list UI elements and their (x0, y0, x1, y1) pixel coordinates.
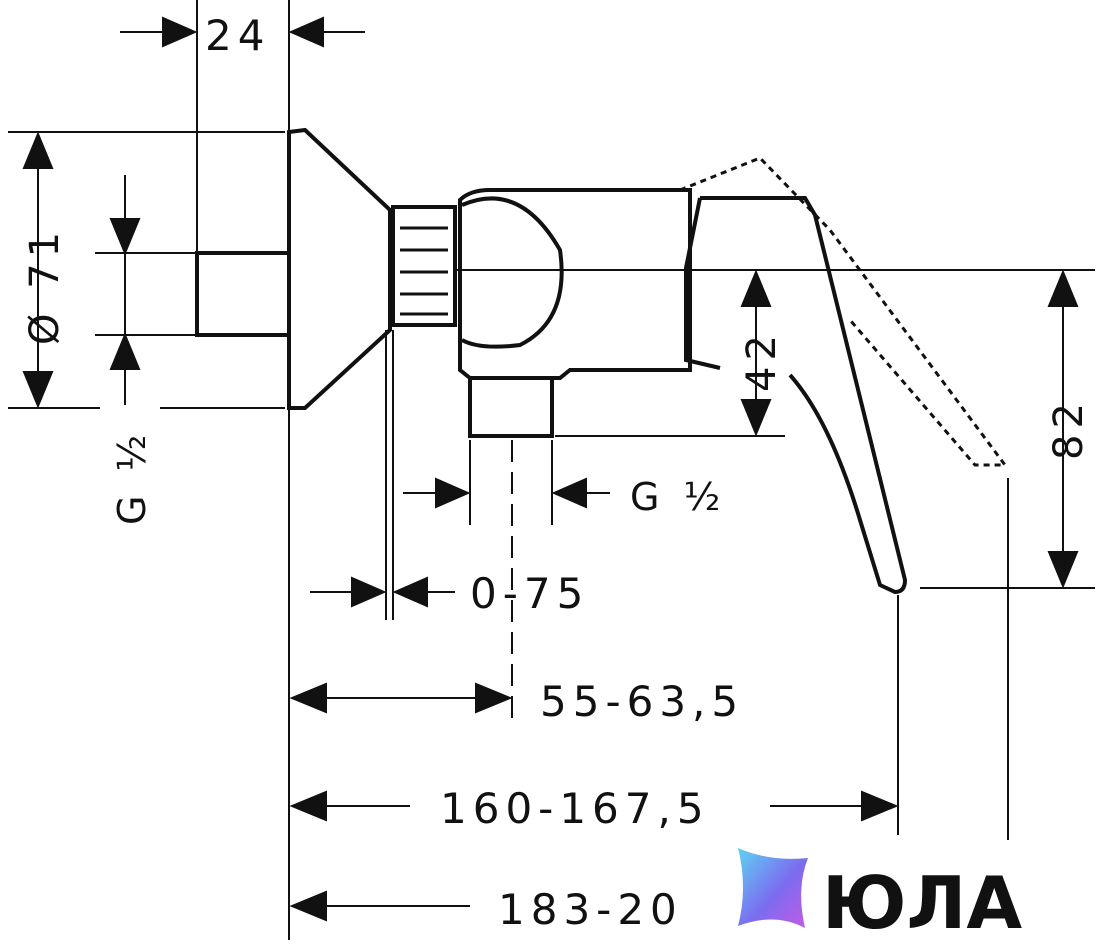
lever-alt-position (679, 156, 1008, 467)
lever-handle (700, 196, 908, 595)
thread-ridges (400, 226, 448, 316)
dim-flange-diameter: Ø 71 (22, 226, 68, 345)
valve-dome (461, 196, 564, 349)
valve-body (458, 188, 692, 380)
dim-adjust-range: 0-75 (470, 569, 589, 618)
dim-outlet-thread-bottom: G ½ (630, 475, 726, 519)
wall-flange (287, 127, 392, 410)
extension-lines (8, 0, 1095, 940)
logo-star-icon (738, 848, 808, 928)
bottom-outlet (468, 376, 554, 438)
dim-lever-reach: 160-167,5 (440, 784, 710, 833)
lever-handle-inner (684, 197, 721, 370)
dim-wall-offset: 24 (205, 11, 270, 60)
inlet-pipe (195, 251, 291, 337)
mixer-body (195, 127, 908, 595)
dim-overall-reach: 183-20 (498, 885, 683, 934)
logo: ЮЛА (738, 848, 1022, 945)
dim-handle-height: 42 (739, 329, 785, 392)
threaded-connector (391, 205, 457, 327)
dimension-lines (22, 16, 1079, 922)
logo-text: ЮЛА (822, 861, 1022, 945)
dim-inlet-thread-left: G ½ (110, 429, 154, 525)
dim-overall-height: 82 (1046, 397, 1092, 460)
dim-outlet-distance: 55-63,5 (540, 677, 744, 726)
